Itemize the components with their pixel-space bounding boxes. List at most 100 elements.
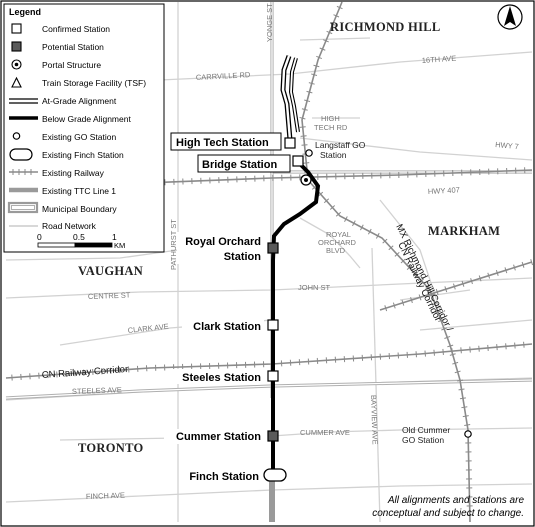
road-label-high-tech-2: TECH RD [314, 123, 348, 132]
svg-text:Royal Orchard: Royal Orchard [185, 236, 261, 248]
railway-tick [513, 264, 516, 271]
road-label-16th-ave: 16TH AVE [422, 54, 457, 65]
railway-tick [487, 344, 489, 351]
area-label-richmond-hill: RICHMOND HILL [330, 20, 441, 34]
road-label-yonge: YONGE ST [265, 3, 274, 42]
centre-street-road [5, 277, 533, 299]
station-label-high-tech: High Tech Station [170, 132, 282, 151]
railway-tick [301, 108, 308, 111]
go-station-label-old-cummer-2: GO Station [402, 435, 444, 445]
railway-tick [319, 47, 326, 51]
railway-tick [521, 261, 525, 268]
railway-tick [447, 344, 454, 348]
railway-tick [329, 205, 336, 210]
railway-tick [452, 361, 459, 365]
railway-tick [311, 73, 318, 76]
legend-label: Municipal Boundary [42, 204, 117, 214]
svg-text:Bridge Station: Bridge Station [202, 159, 277, 171]
railway-tick [367, 228, 372, 235]
railway-tick [313, 64, 320, 68]
cummer-avenue-road [271, 427, 533, 437]
steeles-station-marker[interactable] [267, 370, 279, 382]
railway-tick [375, 232, 380, 239]
railway-tick [461, 406, 468, 409]
railway-tick [317, 191, 324, 197]
railway-tick [335, 211, 342, 217]
area-label-toronto: TORONTO [78, 441, 144, 455]
railway-tick [299, 116, 306, 120]
legend-label: Existing Railway [42, 168, 105, 178]
railway-tick [322, 39, 329, 43]
legend-label: Below Grade Alignment [42, 114, 131, 124]
old-cummer-go-station-marker[interactable] [464, 430, 472, 438]
road-label-steeles-ave: STEELES AVE [72, 385, 122, 396]
station-label-cummer: Cummer Station [164, 429, 264, 444]
area-label-vaughan: VAUGHAN [78, 264, 143, 278]
railway-tick [382, 238, 388, 244]
railway-tick [424, 350, 426, 357]
railway-tick [344, 216, 348, 222]
railway-tick [326, 30, 333, 35]
station-label-royal-orchard: Royal Orchard Station [177, 232, 263, 264]
road-label-bayview-ave: BAYVIEW AVE [369, 395, 380, 445]
railway-tick [352, 220, 356, 227]
railway-tick [442, 348, 444, 355]
minor-road [299, 37, 371, 41]
railway-tick [478, 345, 480, 352]
road-label-high-tech-1: HIGH [321, 114, 340, 123]
langstaff-go-station-marker[interactable] [305, 149, 313, 157]
east-rail-spur [379, 261, 533, 311]
high-tech-station-marker[interactable] [284, 137, 296, 149]
railway-tick [487, 272, 491, 279]
railway-tick [433, 349, 435, 356]
road-label-royal-orchard-1: ROYAL [326, 230, 351, 239]
royal-orchard-station-marker[interactable] [267, 242, 279, 254]
railway-tick [530, 259, 533, 266]
railway-tick [401, 299, 405, 306]
svg-text:Cummer Station: Cummer Station [176, 431, 261, 443]
finch-station-marker[interactable] [263, 468, 287, 482]
bridge-station-marker[interactable] [292, 155, 304, 167]
disclaimer-note-line-1: All alignments and stations are [387, 495, 525, 506]
minor-road [5, 249, 179, 261]
railway-tick [449, 353, 456, 356]
station-label-bridge: Bridge Station [197, 154, 291, 173]
cummer-station-marker[interactable] [267, 430, 279, 442]
railway-tick [514, 342, 516, 349]
railway-tick [470, 278, 473, 285]
stations [263, 137, 472, 482]
railway-tick [457, 379, 464, 382]
svg-text:Clark Station: Clark Station [193, 321, 261, 333]
road-label-finch-ave: FINCH AVE [86, 491, 125, 501]
railway-tick [444, 286, 448, 293]
road-label-royal-orchard-2: ORCHARD [318, 238, 357, 247]
scale-bar: 0 0.5 1 KM [37, 232, 125, 250]
mx-richmond-hill-corridor-rail [301, 1, 471, 523]
municipal-boundary-icon [7, 201, 39, 214]
railway-tick [410, 297, 413, 304]
railway-tick [454, 370, 461, 374]
minor-road [59, 437, 179, 441]
railway-tick [460, 347, 462, 354]
svg-text:0: 0 [37, 232, 42, 242]
train-storage-facility-icon [11, 76, 22, 88]
rail-label-cn-corridor: CN Railway Corridor [41, 364, 128, 381]
highway-7-road [299, 137, 533, 161]
railway-tick [316, 55, 323, 60]
railway-tick [394, 251, 400, 257]
legend-label: At-Grade Alignment [42, 96, 117, 106]
go-station-label-old-cummer-1: Old Cummer [402, 425, 450, 435]
road-label-john-st: JOHN ST [298, 283, 331, 292]
legend-title: Legend [9, 7, 41, 17]
railway-tick [523, 341, 525, 348]
railway-tick [428, 293, 435, 297]
railway-tick [384, 305, 388, 312]
railway-tick [418, 278, 425, 284]
railway-tick [495, 269, 499, 276]
clark-station-marker[interactable] [267, 319, 279, 331]
railway-tick [469, 346, 471, 353]
svg-text:Steeles Station: Steeles Station [182, 372, 261, 384]
railway-tick [306, 90, 313, 94]
railway-tick [496, 344, 498, 351]
